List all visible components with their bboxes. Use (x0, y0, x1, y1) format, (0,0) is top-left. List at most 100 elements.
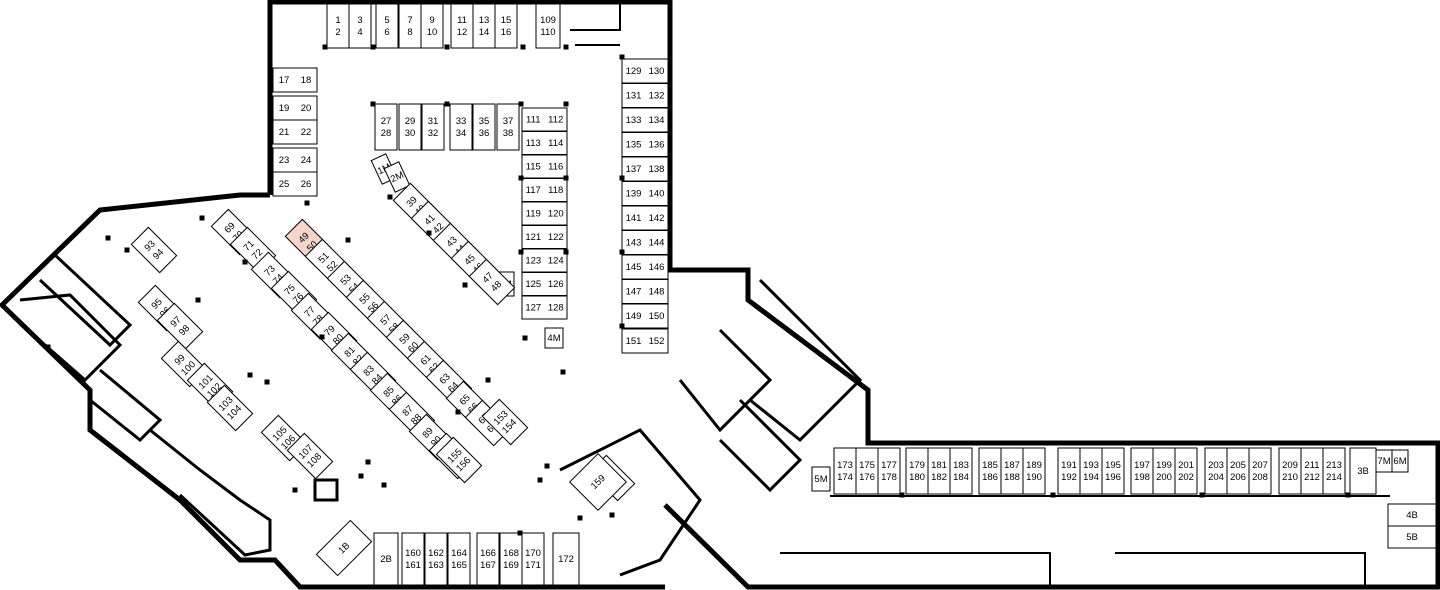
parking-stall[interactable]: 2M (383, 161, 411, 193)
parking-stall[interactable]: 9394 (130, 226, 178, 274)
parking-stall[interactable]: 159 (569, 453, 627, 511)
parking-stall[interactable]: 172 (552, 532, 580, 586)
support-column (520, 44, 526, 50)
parking-stall[interactable]: 4748 (468, 258, 516, 306)
parking-stall[interactable]: 5M (811, 466, 831, 492)
stall-box (1130, 447, 1154, 495)
stall-label: 172 (558, 554, 574, 565)
parking-stall[interactable]: 155156 (435, 436, 483, 484)
parking-stall[interactable]: 153154 (481, 398, 529, 446)
parking-stall[interactable]: 4B (1387, 503, 1437, 527)
parking-stall[interactable]: 5B (1387, 525, 1437, 549)
parking-stall[interactable]: 107108 (286, 432, 334, 480)
parking-stall[interactable]: 9798 (156, 302, 204, 350)
parking-stall[interactable]: 6M (1391, 449, 1409, 473)
parking-stall[interactable]: 2B (373, 532, 399, 586)
parking-stall[interactable]: 7M (1375, 449, 1393, 473)
support-column (292, 487, 298, 493)
support-column (381, 482, 387, 488)
parking-stall[interactable]: 103104 (206, 384, 254, 432)
stall-box (927, 447, 951, 495)
parking-stall[interactable]: 3B (1349, 447, 1377, 495)
parking-stall[interactable]: 1B (315, 519, 373, 577)
support-columns (45, 44, 1351, 536)
parking-stall[interactable]: 4M (544, 327, 564, 349)
stall-box (877, 447, 901, 495)
stall-label: 3B (1357, 466, 1369, 477)
